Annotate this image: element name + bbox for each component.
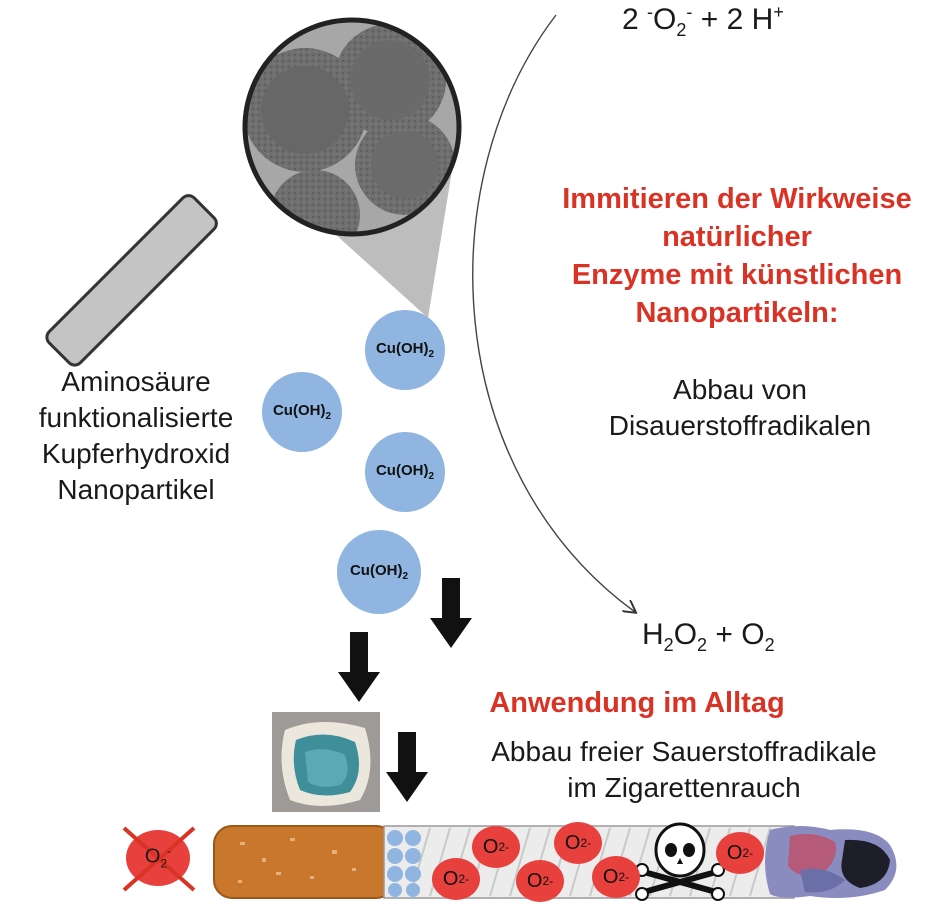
reaction-arrow <box>472 14 635 612</box>
particle-formula: Cu(OH)2 <box>375 462 435 482</box>
superoxide-equation: 2 -O2- + 2 H+ <box>622 2 784 40</box>
nanoparticle: Cu(OH)2 <box>337 530 421 614</box>
degradation-text: Abbau von Disauerstoffradikalen <box>608 374 872 441</box>
enzyme-mimicry-text: Immitieren der Wirkweise natürlicher Enz… <box>562 183 912 329</box>
skull-crossbones-icon <box>635 822 725 901</box>
down-arrow-icon <box>430 578 472 648</box>
crossed-radical-label: O2- <box>144 844 172 871</box>
particle-formula: Cu(OH)2 <box>272 402 332 422</box>
particle-formula: Cu(OH)2 <box>375 340 435 360</box>
nanoparticle: Cu(OH)2 <box>365 432 445 512</box>
nanoparticle: Cu(OH)2 <box>262 372 342 452</box>
application-title: Anwendung im Alltag <box>489 687 785 719</box>
application-text: Abbau freier Sauerstoffradikale im Zigar… <box>491 736 877 803</box>
sample-photo <box>272 712 380 812</box>
nanoparticle-label: Aminosäure funktionalisierte Kupferhydro… <box>38 366 234 505</box>
magnifier-icon <box>45 17 462 367</box>
crossed-out-icon <box>122 826 196 892</box>
product-equation: H2O2 + O2 <box>642 618 775 655</box>
nanoparticle: Cu(OH)2 <box>365 310 445 390</box>
down-arrow-icon <box>338 632 380 702</box>
particle-formula: Cu(OH)2 <box>349 562 409 582</box>
down-arrow-icon <box>386 732 428 802</box>
